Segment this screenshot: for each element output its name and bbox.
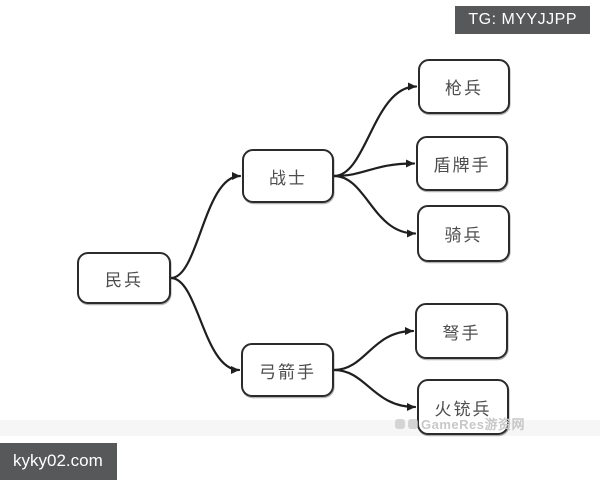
node-label: 盾牌手 — [433, 156, 491, 175]
watermark-text: GameRes游资网 — [421, 417, 525, 432]
node-label: 弩手 — [442, 323, 481, 343]
node-qiangbing: 枪兵 — [418, 59, 510, 114]
edge-gongjianshou-nushou — [332, 327, 415, 372]
node-label: 骑兵 — [444, 226, 483, 245]
telegram-badge-label: TG: MYYJJPP — [468, 11, 577, 28]
edge-zhanshi-qiangbing — [332, 82, 418, 178]
site-badge-label: kyky02.com — [13, 451, 103, 470]
node-qibing: 骑兵 — [417, 205, 510, 262]
telegram-badge: TG: MYYJJPP — [455, 6, 590, 34]
node-minbing: 民兵 — [77, 252, 171, 304]
node-gongjianshou: 弓箭手 — [241, 343, 334, 397]
node-dunpaishou: 盾牌手 — [416, 136, 508, 191]
node-label: 民兵 — [105, 270, 143, 290]
node-label: 战士 — [269, 168, 307, 188]
site-badge: kyky02.com — [0, 443, 117, 480]
watermark-logo-icon — [408, 418, 418, 429]
edge-zhanshi-qibing — [332, 174, 417, 238]
node-label: 火铳兵 — [434, 399, 492, 419]
edge-zhanshi-dunpaishou — [332, 159, 416, 178]
watermark: GameRes游资网 — [395, 414, 525, 433]
node-label: 枪兵 — [445, 79, 483, 98]
watermark-logo-icon — [395, 418, 405, 429]
node-huochongbing: 火铳兵 — [417, 379, 509, 435]
edge-minbing-zhanshi — [169, 172, 242, 280]
node-zhanshi: 战士 — [242, 149, 334, 203]
edge-gongjianshou-huochongbing — [332, 368, 417, 411]
edge-minbing-gongjianshou — [169, 276, 241, 374]
node-label: 弓箭手 — [259, 362, 316, 382]
node-nushou: 弩手 — [415, 303, 508, 359]
